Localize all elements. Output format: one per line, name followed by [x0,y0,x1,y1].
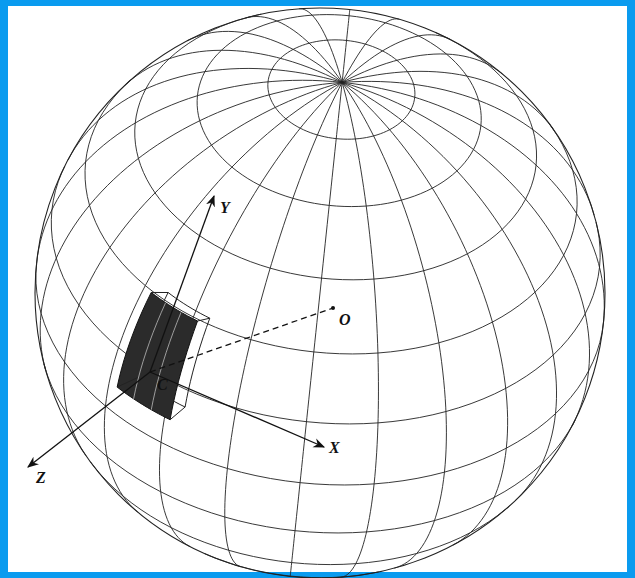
grid-line [205,554,379,578]
element-edge [170,407,185,420]
axis-label: X [329,440,340,456]
panel [8,6,627,572]
grid-line [68,68,342,160]
grid-line [342,54,502,82]
grid-line [37,80,343,263]
grid-line [342,82,446,568]
sphere-grid [35,8,605,578]
grid-line [135,14,537,280]
grid-line [104,82,342,512]
grid-line [268,40,415,139]
grid-line [342,82,604,322]
element-edge [151,292,168,293]
grid-line [342,81,594,215]
grid-line [187,31,342,82]
grid-line [342,71,554,130]
axis-label: Z [36,470,46,486]
grid-line [341,82,379,577]
grid-line [342,10,350,83]
element-surface [117,292,197,419]
x-axis [150,372,324,447]
axis-label: C [157,377,168,393]
axes [28,196,335,467]
grid-line [197,15,481,207]
grid-line [36,263,604,485]
grid-line [290,82,342,576]
y-axis [150,196,214,372]
grid-line [342,82,507,545]
grid-line [64,82,342,455]
grid-line [342,19,399,83]
element-edge [117,378,137,387]
element-edge [198,318,210,321]
grid-line [299,9,342,83]
center-point [331,306,335,310]
radius-line [150,308,333,372]
grid-line [225,82,342,566]
grid-line [90,462,509,565]
sphere-outline [35,8,605,578]
z-axis [28,372,150,467]
axis-label: Y [220,200,230,216]
volume-element [117,292,210,419]
axis-label: O [339,312,351,328]
